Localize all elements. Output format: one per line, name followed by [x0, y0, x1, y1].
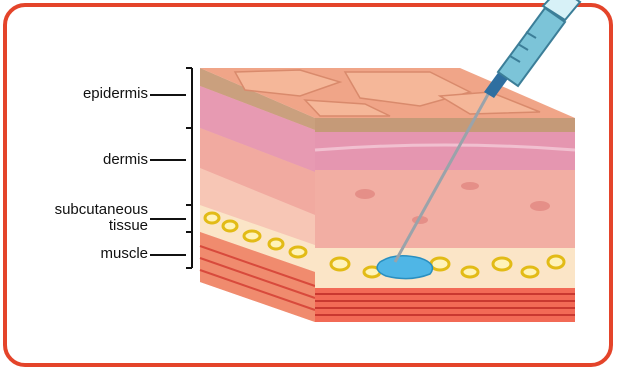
syringe-icon	[484, 0, 580, 98]
injection-fluid	[377, 256, 432, 279]
skin-block-front-face	[315, 118, 575, 322]
label-dermis: dermis	[78, 152, 148, 168]
label-bracket	[150, 68, 192, 268]
epidermis-layer	[315, 118, 575, 132]
label-muscle: muscle	[78, 246, 148, 262]
label-epidermis: epidermis	[56, 86, 148, 102]
label-subcutaneous-tissue: subcutaneous tissue	[26, 202, 148, 234]
